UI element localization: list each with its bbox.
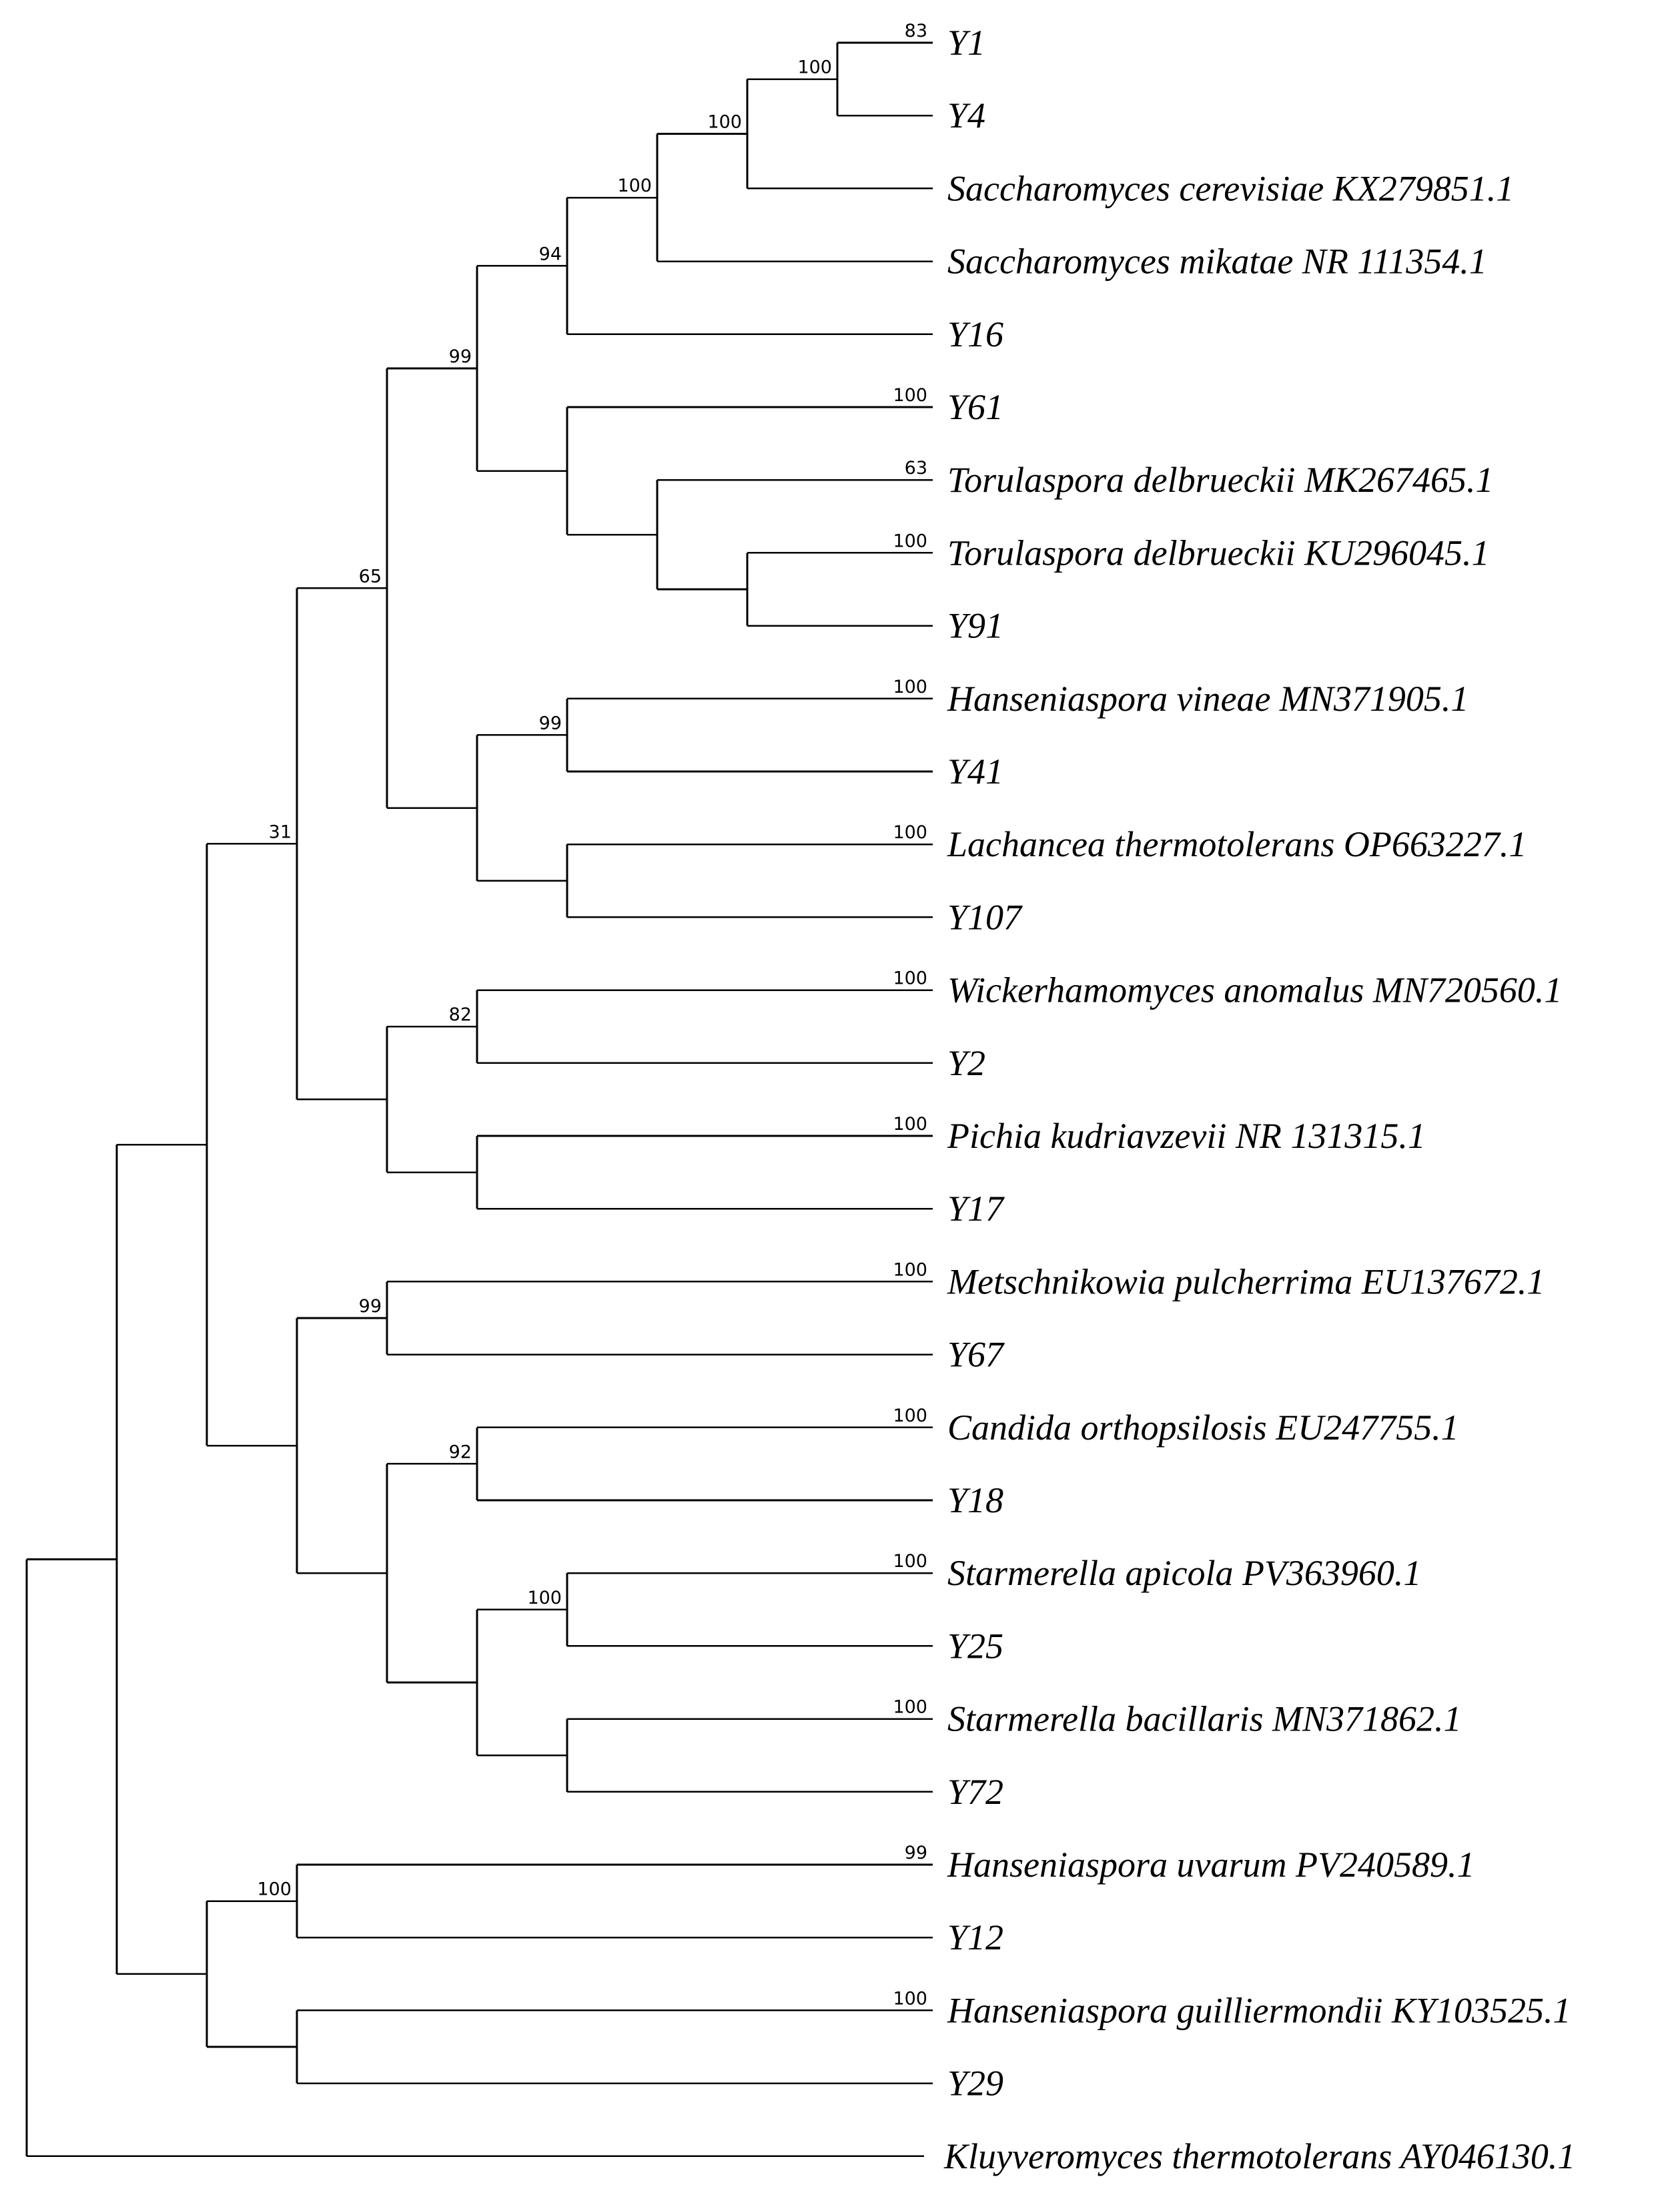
taxon-label: Y16 <box>947 314 1003 354</box>
bootstrap-value: 100 <box>893 677 927 697</box>
taxon-label: Y67 <box>947 1335 1005 1375</box>
bootstrap-value: 100 <box>893 1551 927 1572</box>
bootstrap-value: 65 <box>359 566 382 587</box>
bootstrap-value: 100 <box>527 1588 562 1608</box>
bootstrap-value: 100 <box>893 968 927 989</box>
bootstrap-value: 100 <box>707 112 742 133</box>
taxon-label: Y72 <box>947 1772 1003 1812</box>
taxon-label: Hanseniaspora uvarum PV240589.1 <box>947 1845 1475 1885</box>
taxon-label: Metschnikowia pulcherrima EU137672.1 <box>947 1261 1545 1301</box>
bootstrap-value: 100 <box>893 1114 927 1135</box>
bootstrap-value: 83 <box>905 21 927 41</box>
taxon-label: Y107 <box>947 897 1023 937</box>
bootstrap-value: 63 <box>905 458 927 479</box>
bootstrap-value: 100 <box>893 385 927 406</box>
taxon-label: Starmerella bacillaris MN371862.1 <box>947 1699 1461 1739</box>
taxon-label: Y91 <box>947 606 1003 646</box>
bootstrap-value: 99 <box>359 1296 382 1317</box>
taxon-label: Pichia kudriavzevii NR 131315.1 <box>947 1116 1426 1156</box>
bootstrap-value: 94 <box>539 244 562 264</box>
bootstrap-value: 100 <box>893 1405 927 1426</box>
bootstrap-value: 100 <box>893 1259 927 1280</box>
taxon-label: Y1 <box>947 23 985 63</box>
bootstrap-value: 99 <box>449 346 472 367</box>
taxon-label: Candida orthopsilosis EU247755.1 <box>947 1407 1459 1448</box>
taxon-label: Torulaspora delbrueckii KU296045.1 <box>947 533 1490 573</box>
bootstrap-value: 100 <box>893 1697 927 1718</box>
taxon-label: Lachancea thermotolerans OP663227.1 <box>947 824 1527 864</box>
outgroup-label: Kluyveromyces thermotolerans AY046130.1 <box>943 2136 1575 2176</box>
taxon-label: Hanseniaspora guilliermondii KY103525.1 <box>947 1990 1571 2030</box>
taxon-label: Saccharomyces mikatae NR 111354.1 <box>947 242 1487 282</box>
taxon-label: Y17 <box>947 1189 1005 1229</box>
taxon-label: Wickerhamomyces anomalus MN720560.1 <box>947 970 1562 1010</box>
taxon-label: Y41 <box>947 751 1003 792</box>
bootstrap-value: 82 <box>449 1004 472 1025</box>
bootstrap-values: 83 100 100 100 100 63 100 94 100 100 99 99 100 100 82 6… <box>257 21 927 2009</box>
bootstrap-value: 100 <box>797 57 832 78</box>
taxon-label: Y12 <box>947 1917 1003 1957</box>
taxon-label: Starmerella apicola PV363960.1 <box>947 1553 1421 1593</box>
taxon-label: Saccharomyces cerevisiae KX279851.1 <box>947 168 1514 208</box>
bootstrap-value: 100 <box>893 531 927 551</box>
taxon-label: Y61 <box>947 387 1003 427</box>
bootstrap-value: 100 <box>257 1879 292 1900</box>
bootstrap-value: 100 <box>893 822 927 843</box>
tree-branches <box>25 41 933 2158</box>
taxon-label: Y25 <box>947 1626 1003 1666</box>
bootstrap-value: 100 <box>893 1988 927 2009</box>
taxon-label: Y2 <box>947 1043 985 1083</box>
taxon-label: Y29 <box>947 2064 1003 2104</box>
taxon-label: Hanseniaspora vineae MN371905.1 <box>947 679 1468 719</box>
bootstrap-value: 92 <box>449 1442 472 1462</box>
bootstrap-value: 99 <box>539 713 562 733</box>
bootstrap-value: 99 <box>905 1843 927 1863</box>
taxon-label: Y18 <box>947 1480 1003 1520</box>
taxon-label: Torulaspora delbrueckii MK267465.1 <box>947 460 1494 500</box>
taxon-label: Y4 <box>947 95 985 135</box>
bootstrap-value: 31 <box>269 822 292 842</box>
bootstrap-value: 100 <box>617 176 652 196</box>
